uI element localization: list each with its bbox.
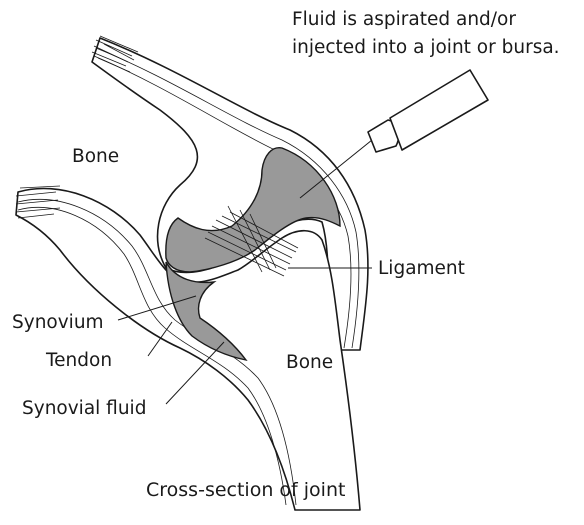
synovium-label: Synovium: [12, 312, 104, 333]
tendon-label: Tendon: [45, 350, 112, 371]
syringe-barrel: [390, 70, 488, 150]
upper-bone-label: Bone: [72, 146, 119, 167]
instruction-line-1: Fluid is aspirated and/or: [292, 9, 516, 30]
ligament-label: Ligament: [378, 258, 465, 279]
diagram-caption: Cross-section of joint: [146, 479, 345, 501]
instruction-line-2: injected into a joint or bursa.: [292, 37, 560, 58]
lower-bone-label: Bone: [286, 352, 333, 373]
synovial-fluid-label: Synovial fluid: [22, 398, 146, 419]
